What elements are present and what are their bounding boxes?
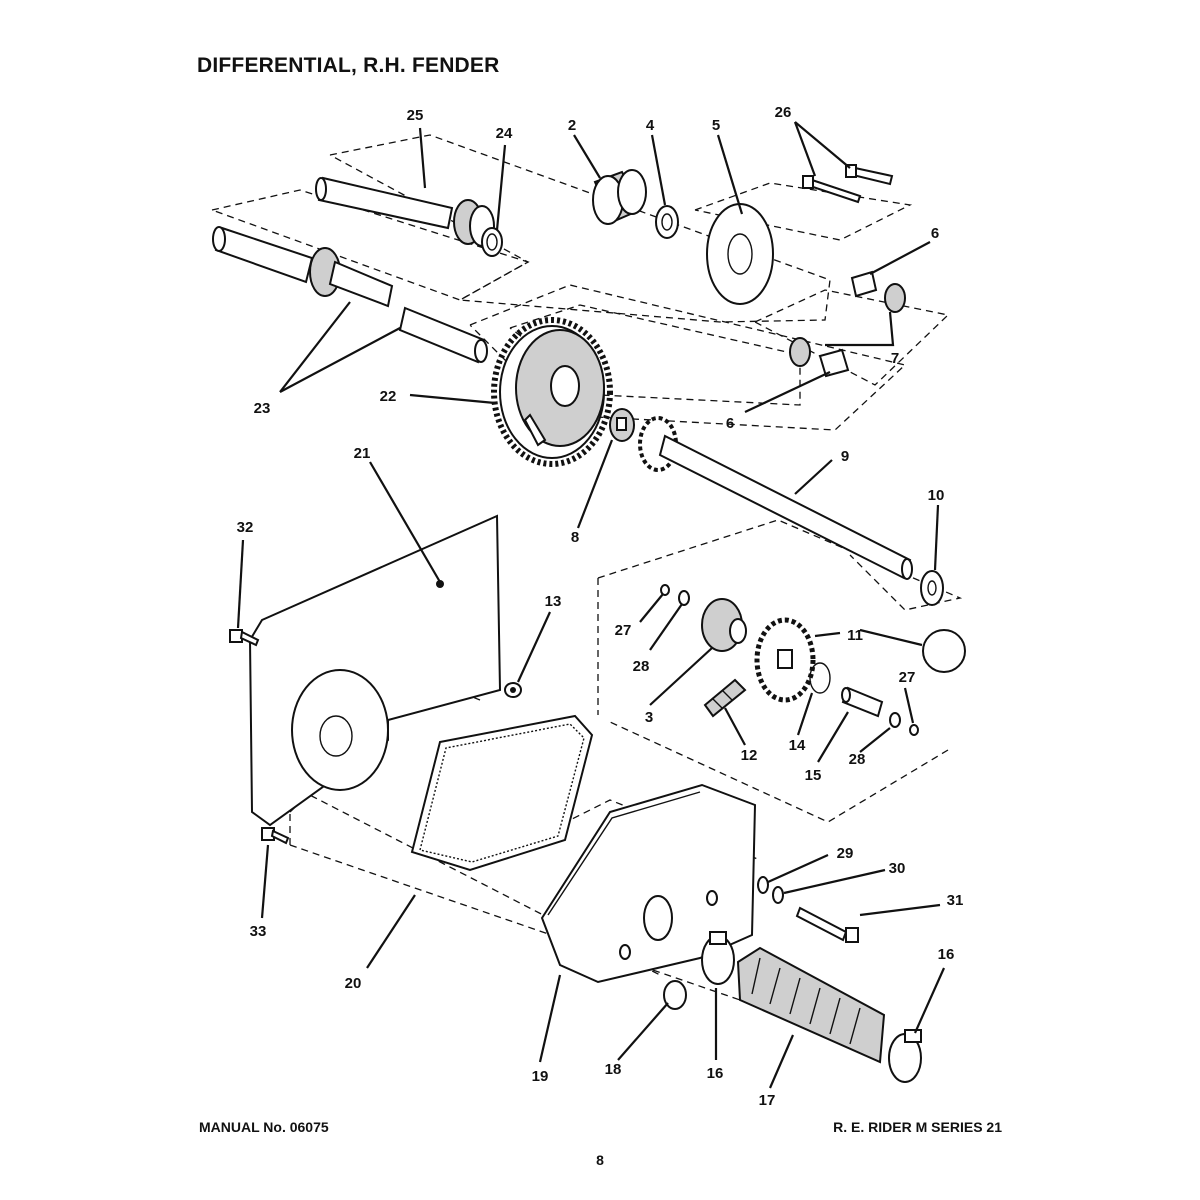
callout-16-left: 16 xyxy=(707,1065,724,1082)
model-name: R. E. RIDER M SERIES 21 xyxy=(833,1119,1002,1135)
callout-27-left: 27 xyxy=(615,622,632,639)
callout-7: 7 xyxy=(891,350,899,367)
boot-part-17 xyxy=(736,946,886,1064)
callout-3: 3 xyxy=(645,709,653,726)
bolt-part-33 xyxy=(261,827,290,845)
shaft-part-23 xyxy=(212,226,488,364)
callout-6-upper: 6 xyxy=(931,225,939,242)
page-title: DIFFERENTIAL, R.H. FENDER xyxy=(197,54,500,77)
callout-30: 30 xyxy=(889,860,906,877)
page-number: 8 xyxy=(596,1152,604,1168)
callout-9: 9 xyxy=(841,448,849,465)
bolts-part-26 xyxy=(802,164,894,204)
callout-18: 18 xyxy=(605,1061,622,1078)
manual-number: MANUAL No. 06075 xyxy=(199,1119,329,1135)
callout-12: 12 xyxy=(741,747,758,764)
callout-28-right: 28 xyxy=(849,751,866,768)
callout-23: 23 xyxy=(254,400,271,417)
chain-part-12 xyxy=(703,678,747,718)
callout-21: 21 xyxy=(354,445,371,462)
callout-10: 10 xyxy=(928,487,945,504)
ring-part-24 xyxy=(481,227,503,257)
callout-32: 32 xyxy=(237,519,254,536)
shaft-part-25 xyxy=(315,176,495,247)
callout-11: 11 xyxy=(847,627,863,644)
clamp-part-16-lower xyxy=(888,1029,922,1083)
reference-circle xyxy=(922,629,966,673)
leader-lines xyxy=(236,121,946,1089)
callout-15: 15 xyxy=(805,767,822,784)
shaft-part-9 xyxy=(638,416,913,580)
washer-part-8 xyxy=(609,408,635,442)
callout-4: 4 xyxy=(646,117,655,134)
callout-33: 33 xyxy=(250,923,267,940)
plate-part-5 xyxy=(706,203,774,305)
washers-parts-29-30 xyxy=(757,876,784,904)
bolt-part-32 xyxy=(229,629,260,647)
fender-plate-part-21 xyxy=(248,514,502,827)
sprocket-part-11 xyxy=(754,617,816,703)
gasket-part-20 xyxy=(410,714,594,872)
callout-13: 13 xyxy=(545,593,562,610)
ring-part-14 xyxy=(809,662,831,694)
pinion-parts-6-7 xyxy=(789,270,906,378)
callout-6-lower: 6 xyxy=(726,415,734,432)
bolt-part-31 xyxy=(795,906,859,943)
callout-20: 20 xyxy=(345,975,362,992)
callout-17: 17 xyxy=(759,1092,776,1109)
callout-24: 24 xyxy=(496,125,513,142)
seal-part-18 xyxy=(663,980,687,1010)
callout-28-left: 28 xyxy=(633,658,650,675)
callout-16-right: 16 xyxy=(938,946,955,963)
callout-labels: 25 24 2 4 5 26 6 7 23 22 6 21 9 8 10 32 … xyxy=(237,104,964,1109)
washer-part-4 xyxy=(655,205,679,239)
callout-25: 25 xyxy=(407,107,424,124)
callout-14: 14 xyxy=(789,737,806,754)
callout-26: 26 xyxy=(775,104,792,121)
nut-part-13 xyxy=(504,682,522,698)
bushing-part-2 xyxy=(592,169,647,225)
callout-29: 29 xyxy=(837,845,854,862)
callout-5: 5 xyxy=(712,117,720,134)
clamp-part-16-upper xyxy=(701,931,735,985)
washer-parts-27-28 xyxy=(660,584,919,736)
spacer-part-15 xyxy=(841,686,884,718)
callout-2: 2 xyxy=(568,117,576,134)
callout-8: 8 xyxy=(571,529,579,546)
washer-part-10 xyxy=(920,570,944,606)
callout-22: 22 xyxy=(380,388,397,405)
case-part-19 xyxy=(540,783,757,984)
callout-31: 31 xyxy=(947,892,964,909)
callout-19: 19 xyxy=(532,1068,549,1085)
ring-gear-part-22 xyxy=(491,317,613,467)
pinion-part-3 xyxy=(701,598,747,652)
callout-27-right: 27 xyxy=(899,669,916,686)
